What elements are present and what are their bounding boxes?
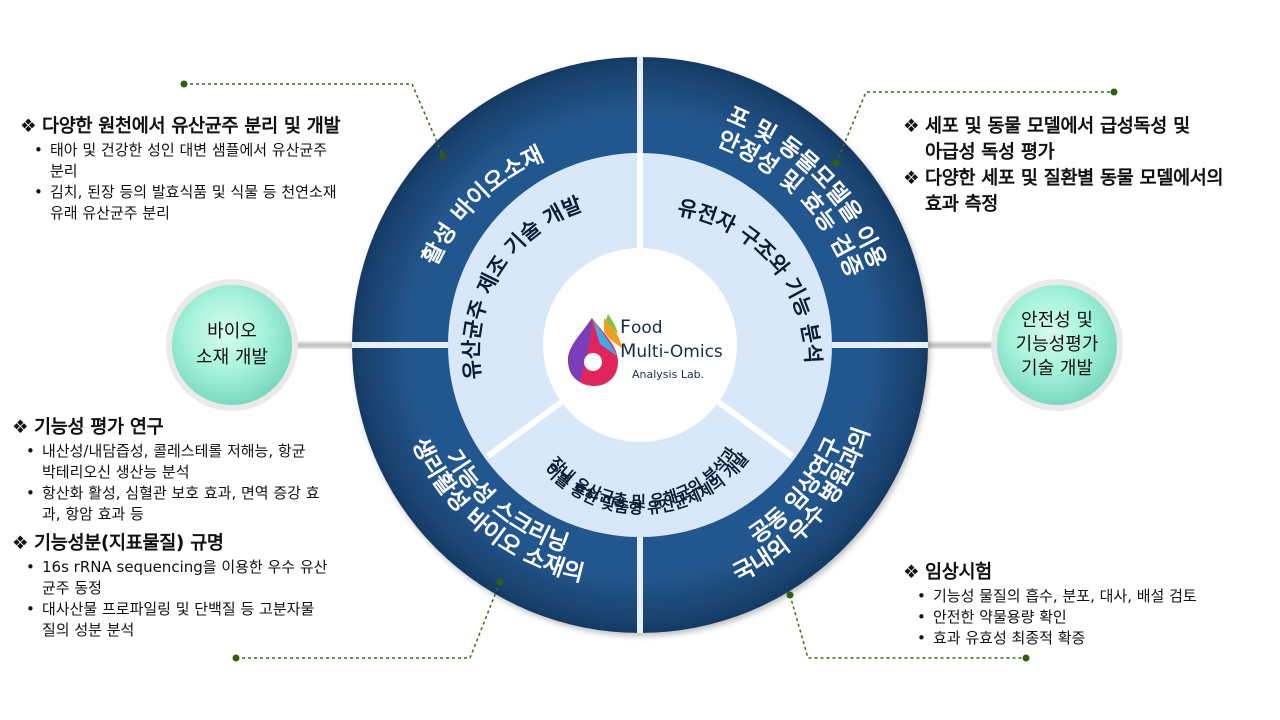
bottom-right-bullet-3: •효과 유효성 최종적 확증 xyxy=(917,629,1086,647)
svg-text:Multi-Omics: Multi-Omics xyxy=(620,340,723,362)
left-mid-heading-1: ❖기능성 평가 연구 xyxy=(12,417,164,438)
logo-line3: Analysis Lab. xyxy=(632,368,704,381)
logo-word-omics: ulti-Omics xyxy=(636,342,723,362)
leader-endpoints xyxy=(180,80,1118,662)
right-bubble-line3: 기술 개발 xyxy=(1021,358,1093,379)
center-disc xyxy=(543,248,737,442)
logo-cap-f: F xyxy=(620,316,631,338)
bottom-right-block: ❖임상시험 •기능성 물질의 흡수, 분포, 대사, 배설 검토 •안전한 약물… xyxy=(903,560,1273,649)
left-bubble: 바이오 소재 개발 xyxy=(166,279,298,411)
top-right-heading-1: ❖세포 및 동물 모델에서 급성독성 및 xyxy=(903,116,1190,137)
left-bubble-line1: 바이오 xyxy=(207,321,257,342)
top-right-heading-2: ❖다양한 세포 및 질환별 동물 모델에서의 xyxy=(903,168,1224,189)
logo-word-food: ood xyxy=(631,318,663,338)
top-right-heading-2-cont: 효과 측정 xyxy=(925,194,999,215)
leader-top-right xyxy=(835,91,1114,164)
left-bubble-line2: 소재 개발 xyxy=(196,347,268,368)
right-bubble-line2: 기능성평가 xyxy=(1016,334,1099,355)
leader-bottom-left xyxy=(236,581,501,659)
lab-logo: Food Multi-Omics Analysis Lab. xyxy=(568,314,723,386)
bottom-right-bullet-2: •안전한 약물용량 확인 xyxy=(917,608,1067,626)
top-left-heading: ❖다양한 원천에서 유산균주 분리 및 개발 xyxy=(20,116,341,137)
svg-text:Food: Food xyxy=(620,316,663,338)
outer-dividers xyxy=(352,57,928,633)
bottom-right-bullet-1: •기능성 물질의 흡수, 분포, 대사, 배설 검토 xyxy=(917,587,1197,605)
right-bubble: 안전성 및 기능성평가 기술 개발 xyxy=(991,279,1123,411)
leader-top-left xyxy=(184,83,444,157)
right-bubble-line1: 안전성 및 xyxy=(1021,310,1093,331)
left-mid-heading-2: ❖기능성분(지표물질) 규명 xyxy=(12,533,224,554)
logo-cap-m: M xyxy=(620,340,636,362)
droplet-icon xyxy=(568,314,622,386)
top-left-block: ❖다양한 원천에서 유산균주 분리 및 개발 •태아 및 건강한 성인 대변 샘… xyxy=(20,114,390,224)
inner-dividers xyxy=(486,153,794,459)
top-right-block: ❖세포 및 동물 모델에서 급성독성 및 아급성 독성 평가 ❖다양한 세포 및… xyxy=(903,114,1273,218)
bottom-right-heading: ❖임상시험 xyxy=(903,562,992,583)
top-right-heading-1-cont: 아급성 독성 평가 xyxy=(925,142,1055,163)
leader-bottom-right xyxy=(789,594,1026,659)
leader-lines xyxy=(184,83,1114,659)
